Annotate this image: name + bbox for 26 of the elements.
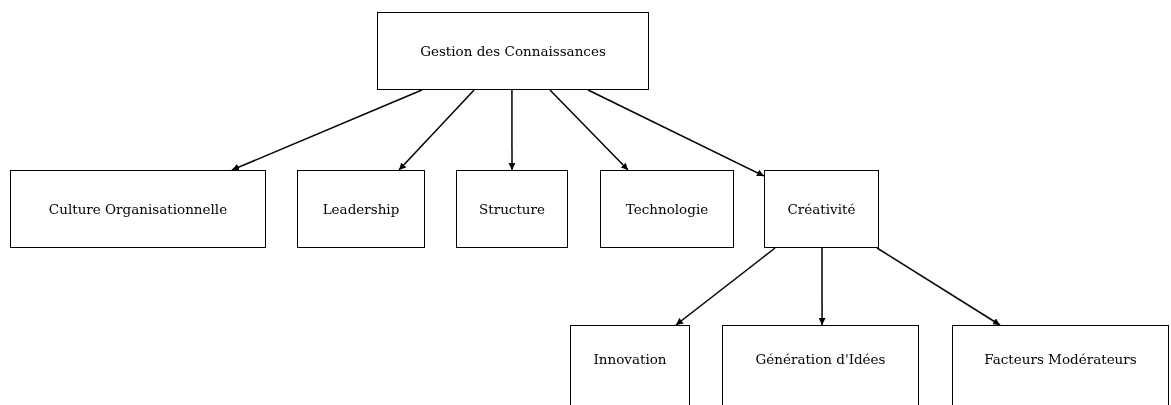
box-label: Innovation <box>593 350 667 370</box>
arrow <box>675 247 776 326</box>
process-box <box>952 325 1169 405</box>
process-box <box>297 170 425 248</box>
arrow <box>549 89 629 171</box>
box-label: Génération d'Idées <box>755 350 886 370</box>
arrow <box>818 247 826 326</box>
process-box <box>456 170 568 248</box>
arrow <box>508 89 516 171</box>
arrow <box>398 89 475 171</box>
process-box <box>377 12 649 90</box>
box-label: Culture Organisationnelle <box>48 199 228 219</box>
process-box <box>600 170 734 248</box>
arrow <box>231 89 423 171</box>
arrow <box>876 247 1001 326</box>
process-box <box>764 170 879 248</box>
process-box <box>570 325 690 405</box>
box-label: Leadership <box>322 199 400 219</box>
process-box <box>10 170 266 248</box>
process-box <box>722 325 919 405</box>
box-label: Facteurs Modérateurs <box>984 350 1137 370</box>
box-label: Technologie <box>625 199 709 219</box>
box-label: Créativité <box>787 199 856 219</box>
box-label: Structure <box>479 199 545 219</box>
arrow <box>587 89 765 177</box>
box-label: Gestion des Connaissances <box>420 41 606 61</box>
